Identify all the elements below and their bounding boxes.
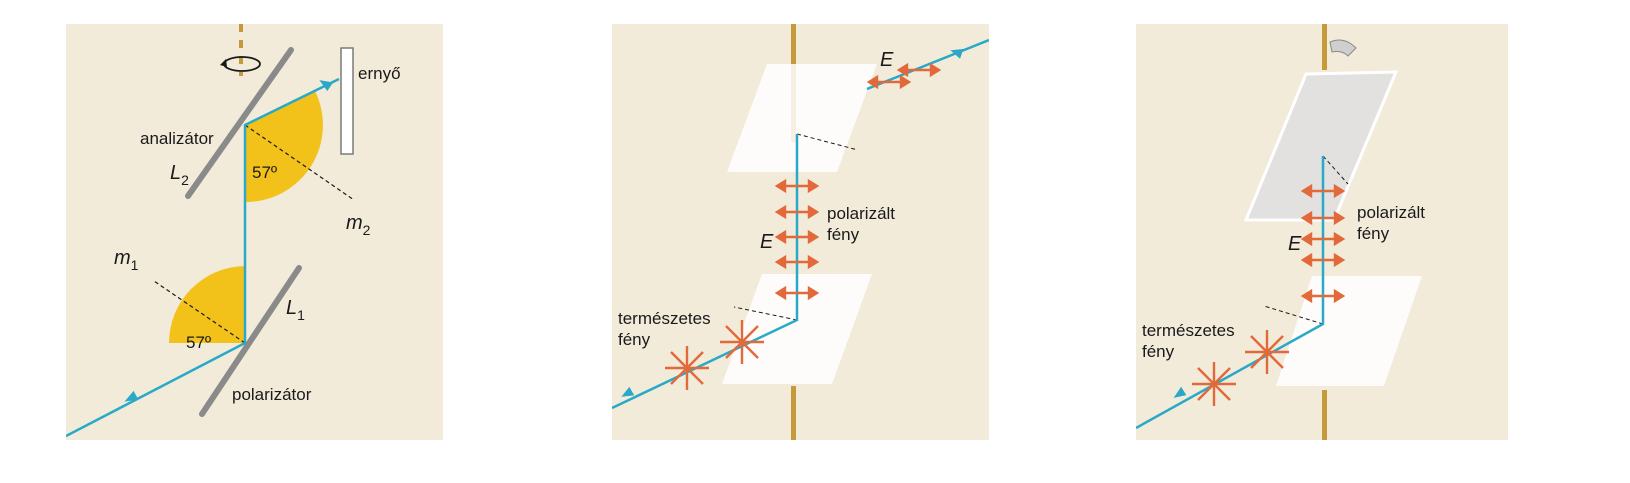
e-field-arrows — [774, 178, 820, 301]
panel-polarizer-parallel: E polarizált fény E természetes fény — [612, 24, 989, 440]
light-beam — [66, 77, 340, 438]
angle-sector-top — [245, 91, 323, 203]
analyzer-label: analizátor — [140, 129, 214, 148]
beam-arrow-in — [621, 386, 635, 397]
natural-light-label: fény — [618, 330, 651, 349]
m1-label: m1 — [114, 247, 139, 273]
angle-sector-bottom — [169, 266, 245, 343]
rod-bottom — [1322, 390, 1327, 440]
rotation-arrow-icon — [220, 56, 261, 72]
e-top-label: E — [880, 49, 894, 71]
rotation-arrow-icon — [1329, 39, 1357, 57]
polarized-label: polarizált — [1357, 203, 1425, 222]
polarizer-plate — [1276, 276, 1422, 386]
panel-polarizer-crossed: polarizált fény E természetes fény — [1136, 24, 1508, 440]
natural-light-stars — [1192, 330, 1289, 406]
mirror-l1 — [199, 265, 302, 417]
crossed-diagram: polarizált fény E természetes fény — [1136, 24, 1425, 440]
normal-bottom — [1263, 305, 1324, 325]
polarizer-label: polarizátor — [232, 385, 312, 404]
beam-arrow-in — [124, 390, 139, 402]
beam-arrow-in — [1173, 386, 1187, 398]
normal-top — [796, 133, 859, 151]
polarized-light-label: fény — [1357, 224, 1390, 243]
natural-label: természetes — [618, 309, 711, 328]
e-field-arrows-out — [866, 62, 942, 90]
m2-label: m2 — [346, 212, 371, 238]
light-beam — [612, 134, 799, 410]
light-beam — [1136, 156, 1325, 430]
polarized-label: polarizált — [827, 204, 895, 223]
natural-label: természetes — [1142, 321, 1235, 340]
natural-light-stars — [665, 320, 764, 390]
angle-top-label: 57º — [252, 163, 277, 182]
e-mid-label: E — [1288, 233, 1302, 255]
screen-label: ernyő — [358, 64, 401, 83]
normal-m2 — [244, 124, 355, 201]
analyzer-plate — [727, 64, 877, 172]
polarized-light-label: fény — [827, 225, 860, 244]
rod-top — [1322, 24, 1327, 70]
e-mid-label: E — [760, 231, 774, 253]
beam-arrow-out — [950, 49, 964, 59]
l1-label: L1 — [286, 297, 305, 323]
reflection-diagram: ernyő analizátor L2 57º m2 m1 L1 57º pol… — [66, 24, 401, 438]
angle-bottom-label: 57º — [186, 333, 211, 352]
l2-label: L2 — [170, 162, 189, 188]
natural-light-label: fény — [1142, 342, 1175, 361]
analyzer-plate-rotated — [1243, 70, 1399, 222]
beam-arrow-out — [319, 80, 334, 91]
normal-bottom — [733, 306, 798, 321]
normal-m1 — [153, 280, 246, 344]
polarizer-plate — [722, 274, 872, 384]
parallel-diagram: E polarizált fény E természetes fény — [612, 24, 989, 440]
e-field-arrows — [1300, 183, 1346, 304]
panel-reflection-polarization: ernyő analizátor L2 57º m2 m1 L1 57º pol… — [66, 24, 443, 440]
normal-top — [1322, 155, 1349, 185]
mirror-l2 — [185, 47, 294, 199]
screen-plate — [340, 47, 354, 155]
rod-bottom — [791, 386, 796, 440]
